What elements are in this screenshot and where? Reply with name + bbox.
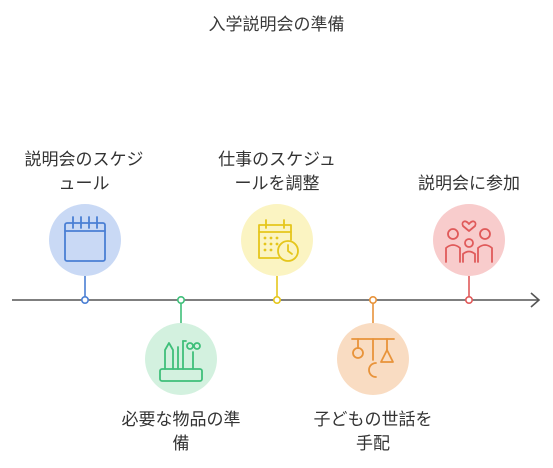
calendar-clock-icon (258, 219, 299, 262)
step-5 (433, 204, 505, 304)
step-2-marker (177, 295, 186, 304)
family-icon (445, 220, 493, 263)
step-2-label: 必要な物品の準 備 (121, 410, 241, 454)
step-4-marker (368, 295, 377, 304)
step-5-icon-bubble (433, 204, 505, 276)
step-3 (241, 204, 313, 304)
page-title: 入学説明会の準備 (208, 15, 345, 35)
step-1-label: 説明会のスケジ ュール (24, 150, 144, 194)
step-4 (337, 295, 409, 395)
supplies-icon (159, 340, 203, 382)
step-3-label: 仕事のスケジュ ールを調整 (218, 150, 336, 194)
calendar-icon (64, 216, 106, 262)
step-4-label: 子どもの世話を 手配 (313, 410, 433, 454)
calendar-dots (263, 236, 279, 252)
step-3-marker (272, 295, 281, 304)
step-1-icon-bubble (49, 204, 121, 276)
step-2 (145, 295, 217, 395)
step-2-icon-bubble (145, 323, 217, 395)
timeline-arrowhead (530, 292, 541, 308)
step-1-marker (81, 295, 90, 304)
step-1 (49, 204, 121, 304)
step-5-label: 説明会に参加 (418, 174, 520, 194)
step-3-icon-bubble (241, 204, 313, 276)
step-5-marker (464, 295, 473, 304)
baby-mobile-icon (351, 338, 395, 378)
